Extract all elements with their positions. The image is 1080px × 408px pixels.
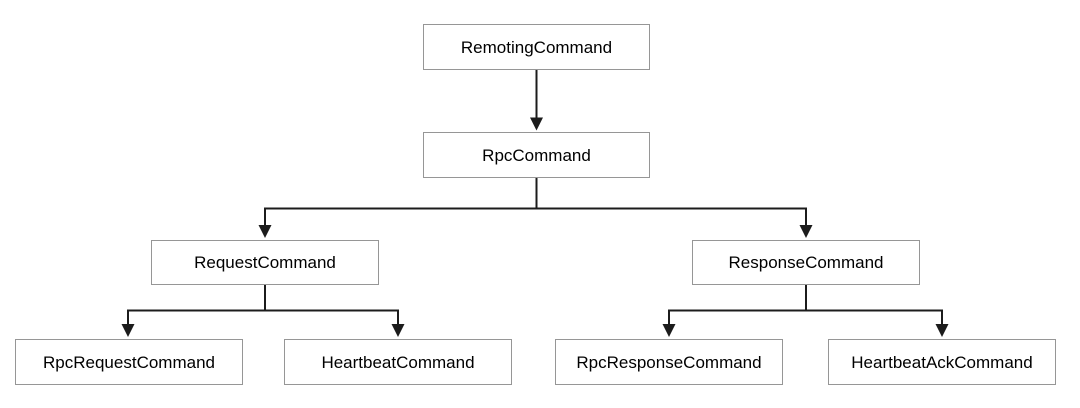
arrowhead-icon — [799, 225, 813, 238]
node-request-command: RequestCommand — [151, 240, 379, 285]
arrowhead-icon — [662, 324, 676, 337]
node-response-command: ResponseCommand — [692, 240, 920, 285]
edge-response-to-children — [662, 284, 949, 337]
node-heartbeat-ack-command: HeartbeatAckCommand — [828, 339, 1056, 385]
arrowhead-icon — [121, 324, 135, 337]
node-rpc-response-command: RpcResponseCommand — [555, 339, 783, 385]
node-rpc-command: RpcCommand — [423, 132, 650, 178]
node-heartbeat-command: HeartbeatCommand — [284, 339, 512, 385]
arrowhead-icon — [391, 324, 405, 337]
edge-request-to-children — [121, 284, 405, 337]
arrowhead-icon — [935, 324, 949, 337]
edge-remoting-to-rpc — [530, 69, 543, 131]
node-rpc-request-command: RpcRequestCommand — [15, 339, 243, 385]
arrowhead-icon — [258, 225, 272, 238]
node-remoting-command: RemotingCommand — [423, 24, 650, 70]
arrowhead-icon — [530, 117, 543, 131]
edge-rpc-to-request-response — [258, 177, 813, 238]
